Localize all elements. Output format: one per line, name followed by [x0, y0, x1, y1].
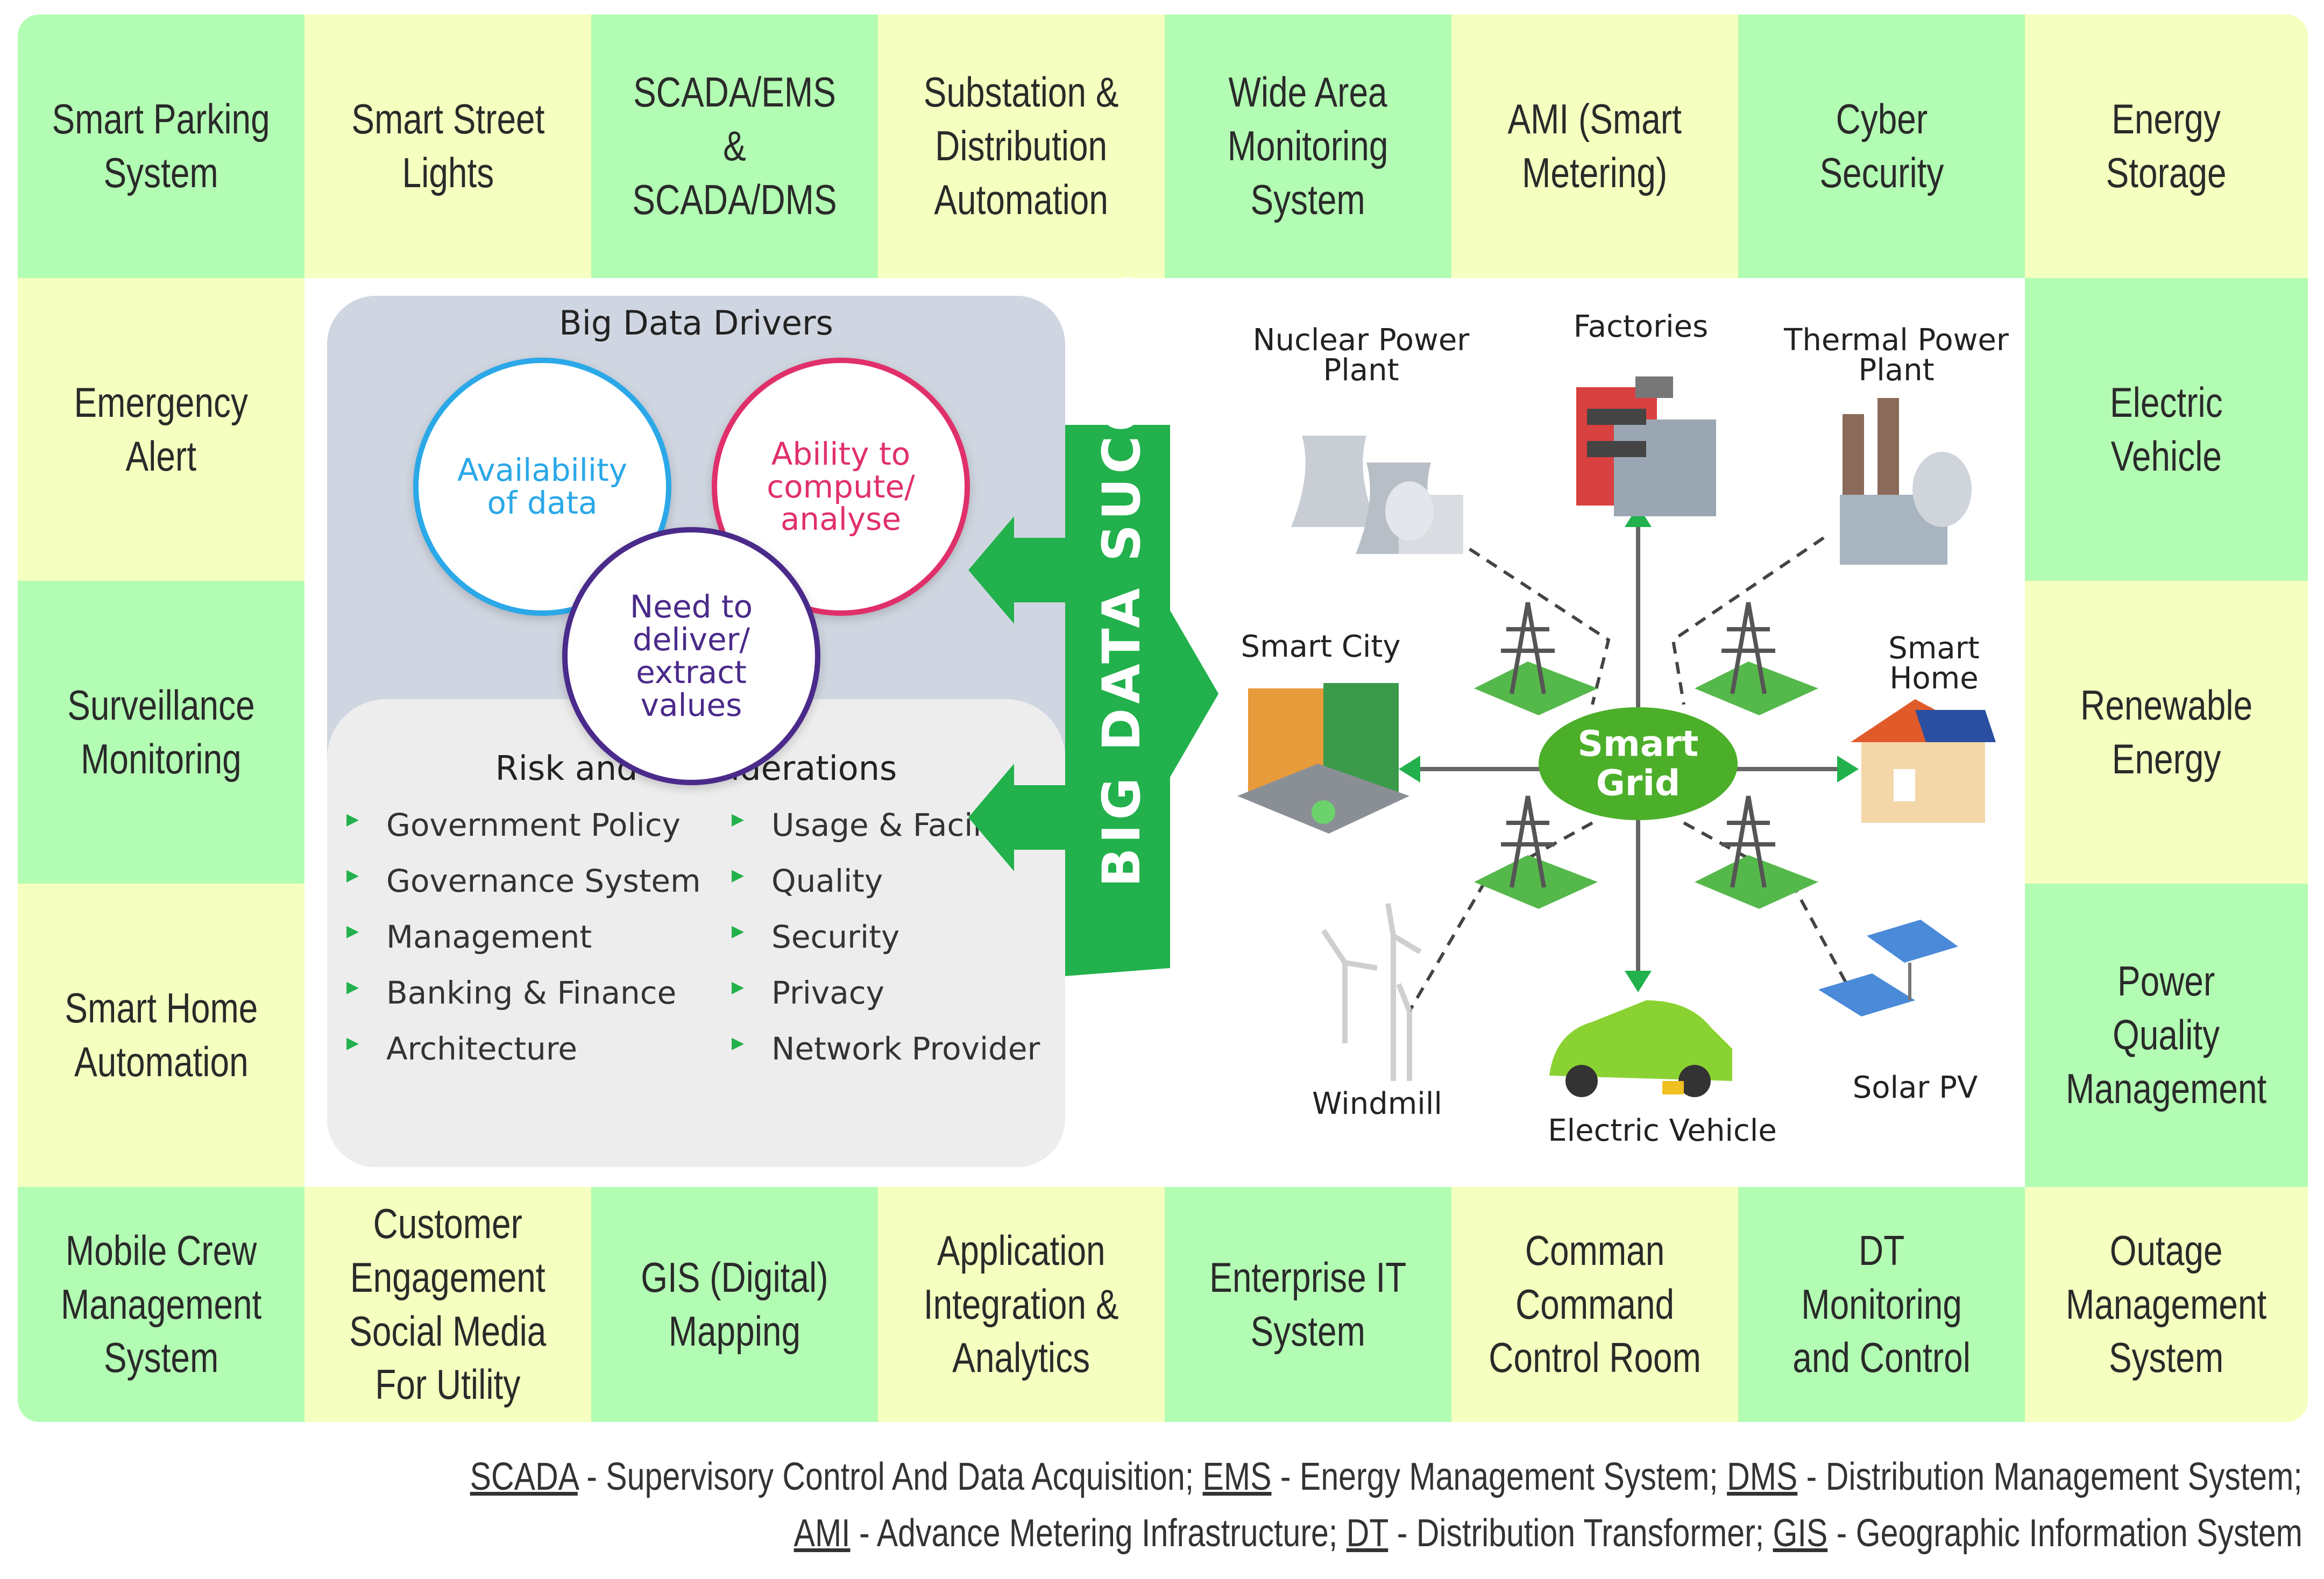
smart-city-label: Smart City — [1241, 629, 1401, 664]
bottom-cell-mobile-crew: Mobile Crew Management System — [18, 1187, 304, 1422]
bottom-cell-enterprise-it: Enterprise IT System — [1165, 1187, 1451, 1422]
bottom-cell-outage-management: Outage Management System — [2025, 1187, 2308, 1422]
abbr-ami: AMI — [793, 1512, 851, 1555]
smart-home-label: Smart Home — [1888, 631, 1980, 696]
right-cell-renewable-energy: Renewable Energy — [2025, 581, 2308, 884]
dashed-link — [1683, 821, 1863, 1012]
thermal-plant-label: Thermal Power Plant — [1784, 323, 2009, 388]
arrow-head-icon — [1837, 756, 1859, 783]
risk-item: Management — [346, 919, 701, 975]
windmill-icon — [1321, 903, 1422, 1081]
smart-grid-network — [1237, 376, 1996, 1097]
footer-legend-line-2: AMI - Advance Metering Infrastructure; D… — [793, 1512, 2302, 1555]
pylon-icon — [1695, 795, 1818, 909]
risk-item: Governance System — [346, 863, 701, 919]
risk-item: Banking & Finance — [346, 975, 701, 1030]
top-cell-smart-street-lights: Smart Street Lights — [304, 15, 591, 278]
pylon-icon — [1474, 795, 1598, 909]
top-cell-smart-parking: Smart Parking System — [18, 15, 304, 278]
electric-vehicle-label: Electric Vehicle — [1548, 1113, 1777, 1148]
bottom-cell-command-control: Comman Command Control Room — [1451, 1187, 1738, 1422]
arrow-head-icon — [1625, 971, 1652, 992]
solar-pv-label: Solar PV — [1852, 1070, 1978, 1105]
big-data-drivers-panel: Big Data Drivers Risk and Considerations… — [327, 296, 1065, 1167]
smart-grid-hub — [1539, 707, 1738, 820]
abbr-ems: EMS — [1202, 1455, 1272, 1498]
smart-city-icon — [1237, 683, 1409, 834]
right-cell-power-quality: Power Quality Management — [2025, 884, 2308, 1187]
factories-label: Factories — [1573, 309, 1709, 344]
dashed-link — [1451, 536, 1611, 705]
nuclear-plant-label: Nuclear Power Plant — [1252, 323, 1470, 388]
abbr-gis: GIS — [1773, 1512, 1828, 1555]
risk-list-left: Government Policy Governance System Mana… — [346, 807, 701, 1086]
ability-circle: Ability to compute/ analyse — [712, 358, 970, 616]
windmill-label: Windmill — [1312, 1086, 1442, 1121]
footer-legend-line-1: SCADA - Supervisory Control And Data Acq… — [470, 1455, 2302, 1498]
left-cell-surveillance: Surveillance Monitoring — [18, 581, 304, 884]
big-data-banner-arrow — [1065, 425, 1218, 976]
big-data-success-label: BIG DATA SUCCESS — [1092, 269, 1152, 887]
abbr-dms: DMS — [1727, 1455, 1798, 1498]
risk-item: Government Policy — [346, 807, 701, 863]
smart-home-icon — [1851, 699, 1996, 823]
risk-item: Architecture — [346, 1030, 701, 1086]
factory-icon — [1576, 376, 1716, 516]
left-arrow-lower — [968, 764, 1068, 871]
electric-car-icon — [1549, 1000, 1732, 1097]
bottom-cell-customer-engagement: Customer Engagement Social Media For Uti… — [304, 1187, 591, 1422]
top-cell-energy-storage: Energy Storage — [2025, 15, 2308, 278]
arrow-head-icon — [1399, 756, 1420, 783]
smart-grid-label: Smart Grid — [1577, 723, 1699, 803]
thermal-plant-icon — [1840, 398, 1972, 565]
bottom-cell-application-integration: Application Integration & Analytics — [878, 1187, 1165, 1422]
pylon-icon — [1474, 602, 1598, 715]
risk-item: Quality — [732, 863, 1040, 919]
bottom-cell-gis: GIS (Digital) Mapping — [591, 1187, 878, 1422]
risk-item: Security — [732, 919, 1040, 975]
dashed-link — [1408, 821, 1593, 1012]
abbr-scada: SCADA — [470, 1455, 578, 1498]
risk-item: Network Provider — [732, 1030, 1040, 1086]
abbr-dt: DT — [1346, 1512, 1388, 1555]
left-cell-smart-home-automation: Smart Home Automation — [18, 884, 304, 1187]
top-cell-scada: SCADA/EMS & SCADA/DMS — [591, 15, 878, 278]
top-cell-ami: AMI (Smart Metering) — [1451, 15, 1738, 278]
top-cell-wide-area: Wide Area Monitoring System — [1165, 15, 1451, 278]
nuclear-plant-icon — [1291, 436, 1463, 554]
need-circle: Need to deliver/ extract values — [562, 527, 820, 785]
solar-panel-icon — [1818, 920, 1958, 1016]
pylon-icon — [1695, 602, 1818, 715]
left-arrow-upper — [968, 516, 1068, 624]
availability-circle: Availability of data — [413, 358, 671, 616]
left-cell-emergency-alert: Emergency Alert — [18, 278, 304, 581]
top-cell-cyber-security: Cyber Security — [1738, 15, 2025, 278]
drivers-title: Big Data Drivers — [559, 303, 833, 343]
dashed-link — [1671, 536, 1825, 705]
bottom-cell-dt-monitoring: DT Monitoring and Control — [1738, 1187, 2025, 1422]
right-cell-electric-vehicle: Electric Vehicle — [2025, 278, 2308, 581]
risk-item: Privacy — [732, 975, 1040, 1030]
top-cell-substation: Substation & Distribution Automation — [878, 15, 1165, 278]
